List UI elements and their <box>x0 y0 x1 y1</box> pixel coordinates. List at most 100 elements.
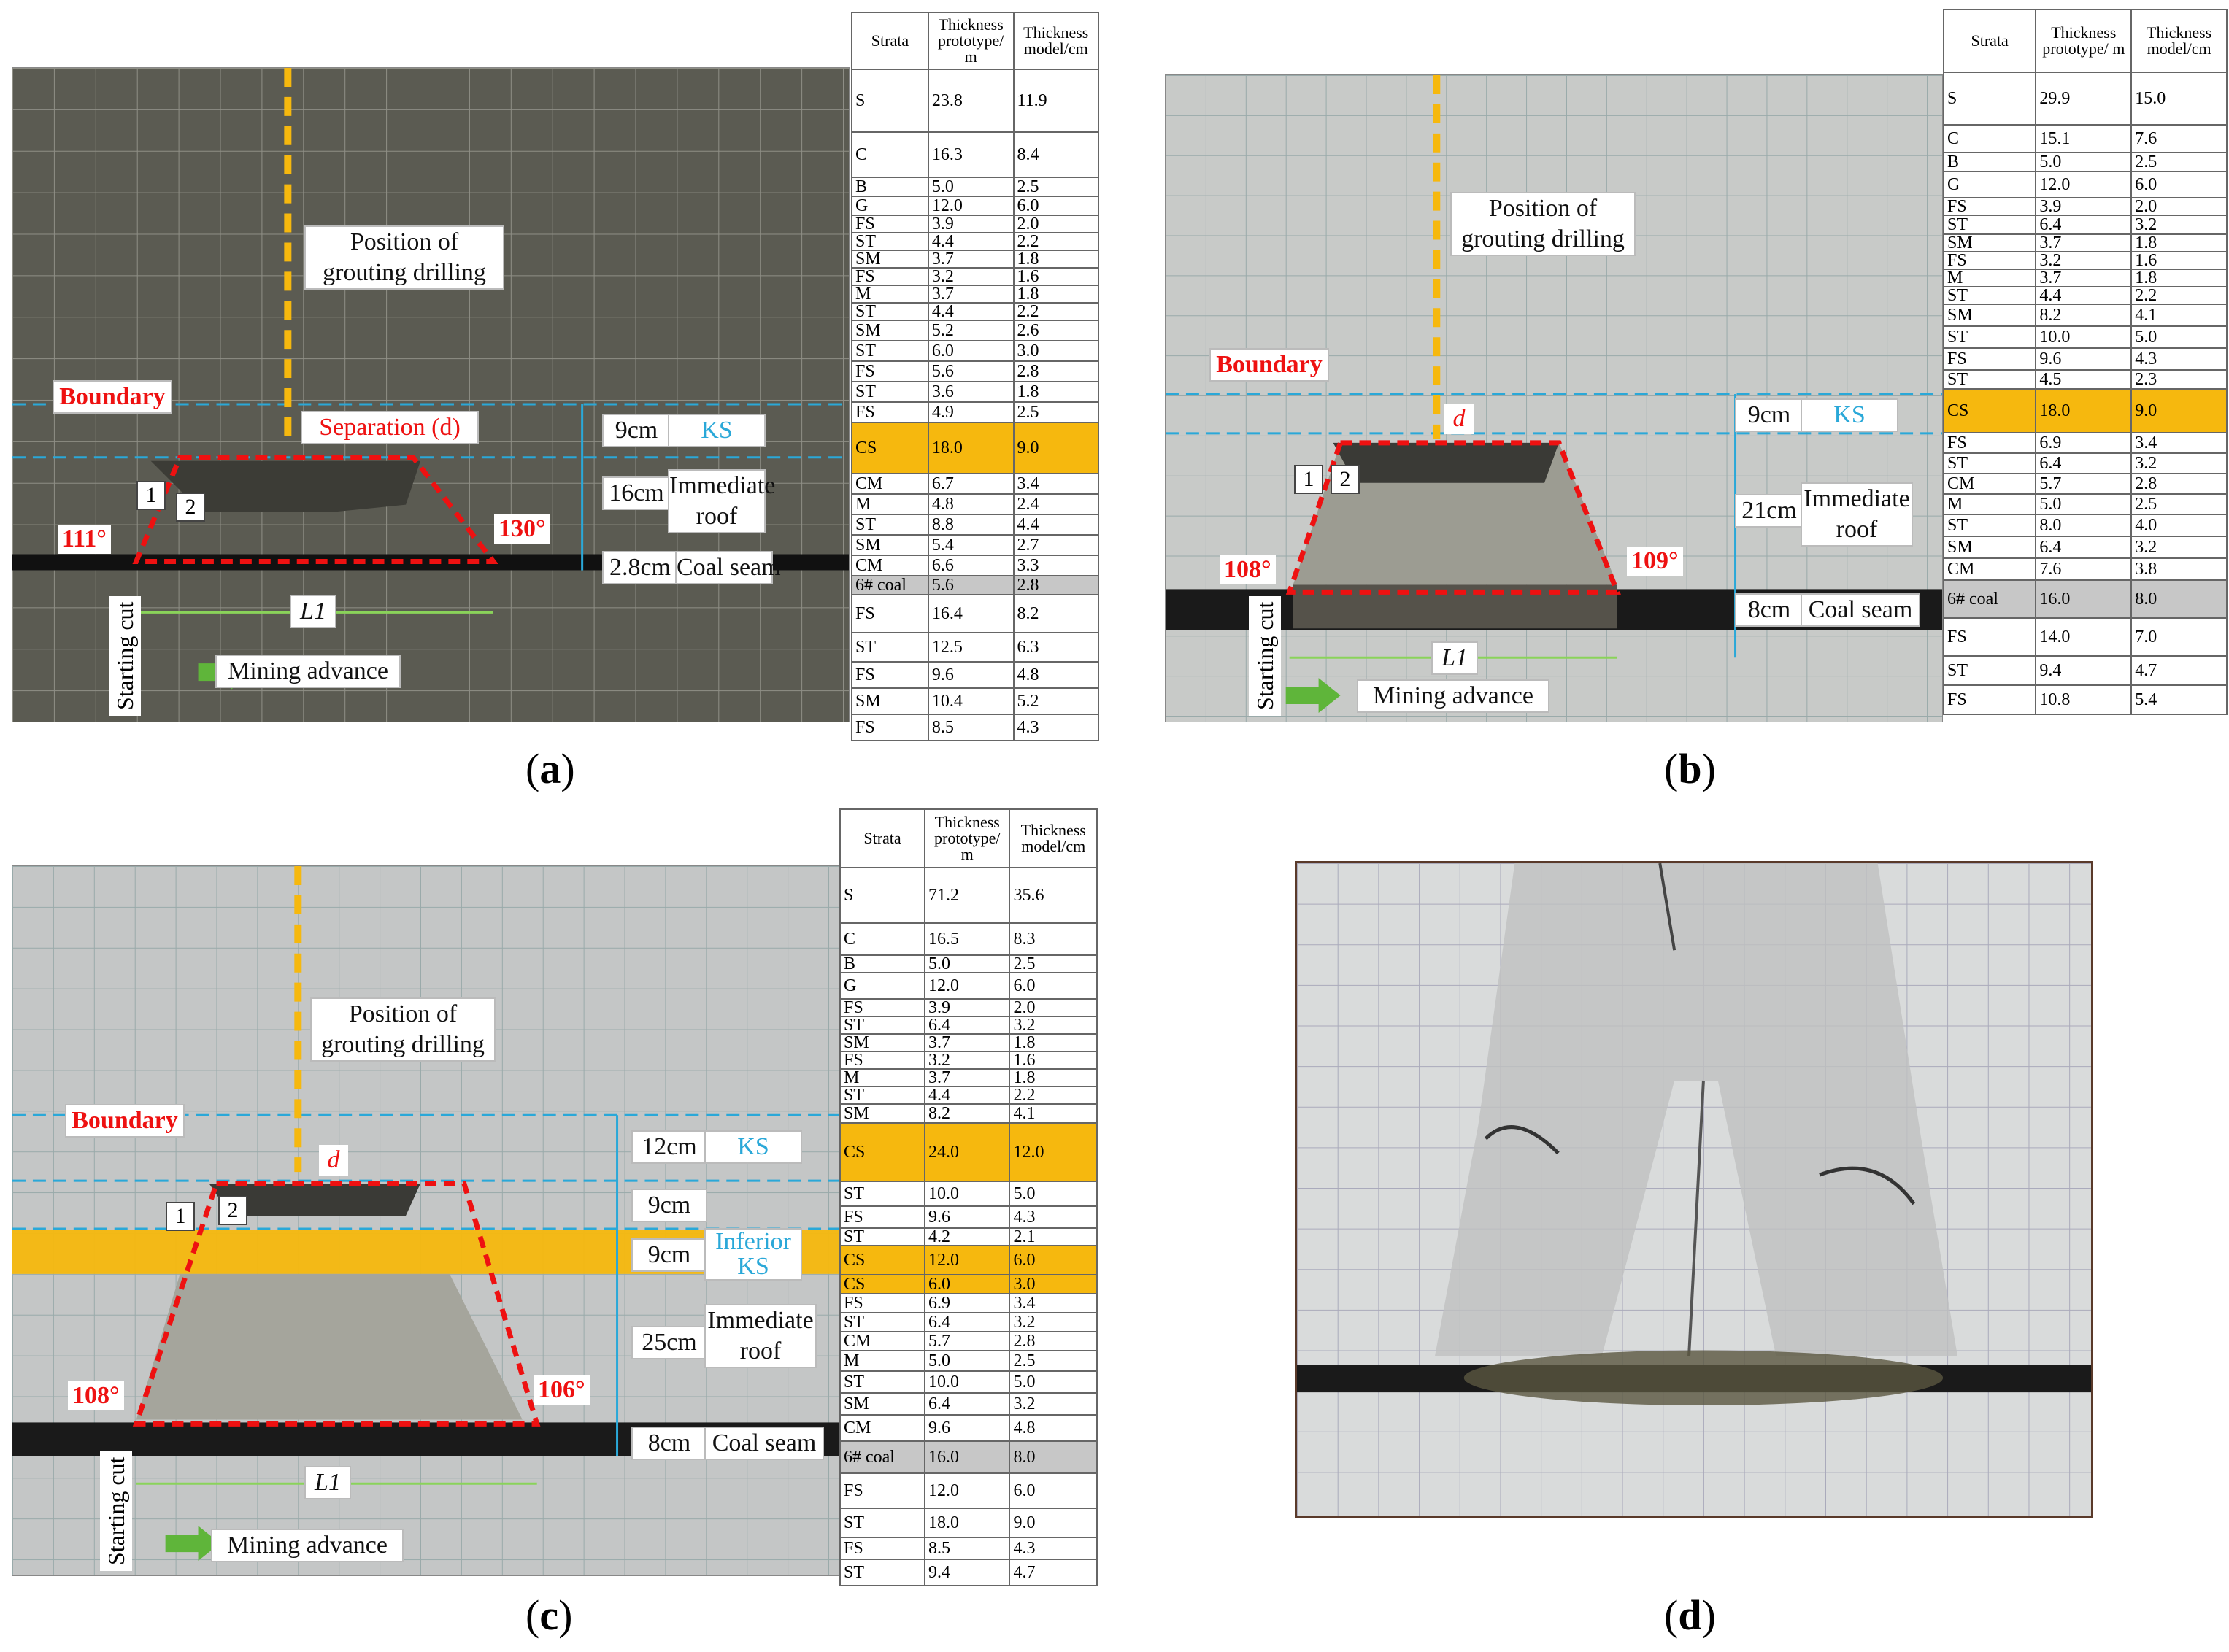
prototype-cell: 9.6 <box>924 1414 1011 1442</box>
prototype-cell: 10.0 <box>924 1370 1011 1394</box>
panel-d-photo <box>1295 861 2093 1518</box>
strata-cell: ST <box>1942 325 2037 349</box>
panel-b-angle-left: 108° <box>1220 555 1276 584</box>
strata-cell: ST <box>851 381 929 403</box>
prototype-cell: 5.6 <box>927 575 1015 595</box>
panel-b-d-label: d <box>1444 404 1474 434</box>
prototype-cell: 5.7 <box>2035 473 2133 495</box>
panel-c-roof-thickness: 25cm <box>631 1326 707 1359</box>
strata-cell: FS <box>839 1472 926 1509</box>
prototype-cell: 71.2 <box>924 867 1011 924</box>
model-cell: 6.0 <box>1009 1472 1098 1509</box>
strata-cell: ST <box>851 514 929 536</box>
model-cell: 6.0 <box>1012 196 1100 216</box>
strata-cell: ST <box>851 340 929 362</box>
panel-c-boundary-label: Boundary <box>65 1104 185 1138</box>
strata-cell: FS <box>851 661 929 689</box>
prototype-cell: 10.0 <box>924 1181 1011 1207</box>
strata-cell: ST <box>1942 369 2037 390</box>
model-cell: 3.2 <box>2130 536 2228 559</box>
strata-cell: M <box>1942 269 2037 287</box>
prototype-cell: 5.0 <box>2035 493 2133 515</box>
panel-c-seam-thickness: 8cm <box>631 1427 707 1460</box>
prototype-cell: 10.0 <box>2035 325 2133 349</box>
panel-a-strata-table: Strata Thickness prototype/ m Thickness … <box>851 12 1100 741</box>
model-cell: 2.5 <box>1012 177 1100 197</box>
prototype-cell: 5.0 <box>924 954 1011 973</box>
model-cell: 2.2 <box>1009 1086 1098 1105</box>
strata-cell: FS <box>851 401 929 423</box>
prototype-cell: 3.2 <box>927 267 1015 286</box>
prototype-cell: 3.2 <box>2035 251 2133 270</box>
prototype-cell: 3.7 <box>927 285 1015 304</box>
prototype-cell: 6.4 <box>924 1312 1011 1332</box>
model-cell: 4.1 <box>1009 1103 1098 1124</box>
prototype-cell: 12.5 <box>927 632 1015 663</box>
model-cell: 8.0 <box>1009 1440 1098 1474</box>
prototype-cell: 23.8 <box>927 69 1015 133</box>
model-cell: 4.3 <box>1012 714 1100 741</box>
caption-d: (d) <box>1664 1591 1716 1639</box>
prototype-cell: 6.0 <box>927 340 1015 362</box>
strata-cell: C <box>851 131 929 178</box>
strata-cell: FS <box>851 267 929 286</box>
model-cell: 2.5 <box>2130 152 2228 172</box>
panel-c-number-1: 1 <box>166 1202 195 1231</box>
model-cell: 9.0 <box>1012 422 1100 474</box>
panel-b-l1-label: L1 <box>1431 641 1478 675</box>
strata-cell: B <box>1942 152 2037 172</box>
panel-c-mid-thickness: 9cm <box>631 1189 707 1222</box>
panel-b-starting-cut: Starting cut <box>1249 595 1281 716</box>
strata-cell: SM <box>839 1103 926 1124</box>
model-cell: 2.5 <box>1009 1350 1098 1372</box>
model-cell: 7.0 <box>2130 617 2228 657</box>
prototype-cell: 5.0 <box>924 1350 1011 1372</box>
table-header-strata: Strata <box>1942 9 2037 73</box>
panel-a-number-1: 1 <box>136 481 166 510</box>
model-cell: 2.8 <box>1012 360 1100 382</box>
prototype-cell: 10.8 <box>2035 684 2133 715</box>
strata-cell: CM <box>1942 557 2037 581</box>
prototype-cell: 16.5 <box>924 922 1011 956</box>
strata-cell: C <box>839 922 926 956</box>
panel-a-number-2: 2 <box>176 493 205 522</box>
model-cell: 3.8 <box>2130 557 2228 581</box>
model-cell: 8.2 <box>1012 594 1100 633</box>
model-cell: 2.2 <box>1012 232 1100 251</box>
panel-a-starting-cut: Starting cut <box>109 595 141 716</box>
strata-cell: SM <box>851 250 929 269</box>
model-cell: 3.4 <box>1009 1293 1098 1313</box>
panel-b-roof-thickness: 21cm <box>1735 494 1803 528</box>
model-cell: 9.0 <box>1009 1508 1098 1538</box>
prototype-cell: 12.0 <box>924 1245 1011 1275</box>
prototype-cell: 3.6 <box>927 381 1015 403</box>
prototype-cell: 4.2 <box>924 1227 1011 1246</box>
strata-cell: CM <box>851 555 929 576</box>
strata-cell: B <box>851 177 929 197</box>
panel-c-number-2: 2 <box>218 1196 247 1225</box>
model-cell: 4.3 <box>1009 1537 1098 1560</box>
model-cell: 1.6 <box>1009 1051 1098 1070</box>
prototype-cell: 9.6 <box>2035 347 2133 371</box>
model-cell: 6.0 <box>2130 171 2228 198</box>
strata-cell: ST <box>839 1559 926 1586</box>
strata-cell: FS <box>1942 347 2037 371</box>
